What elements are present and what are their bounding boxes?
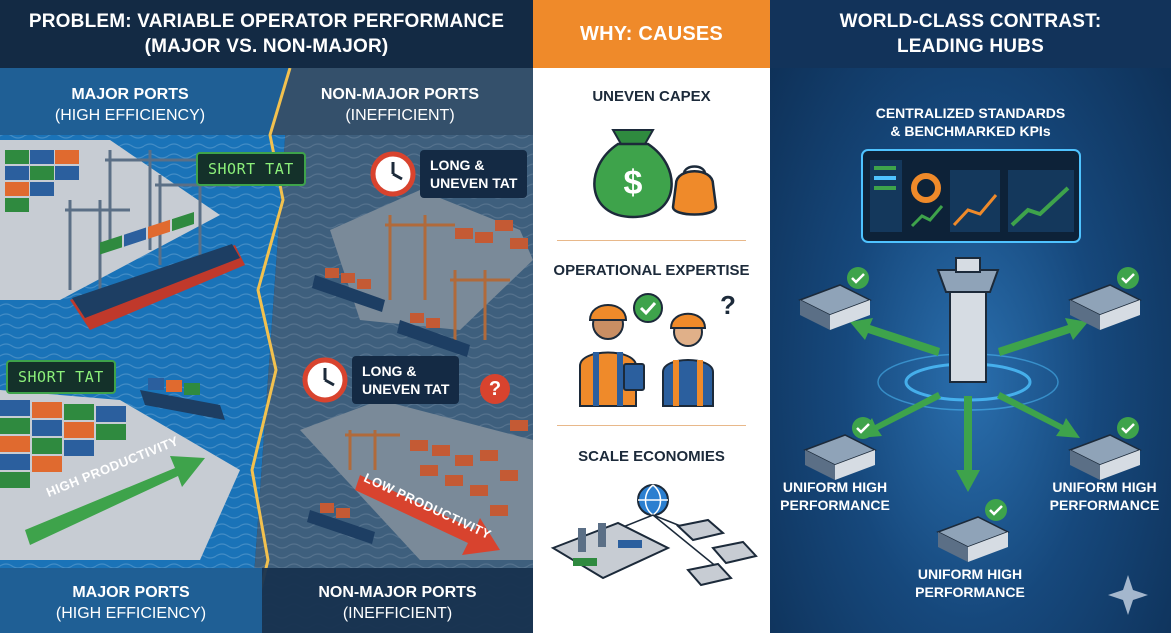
long-tat-2-line2: UNEVEN TAT xyxy=(362,381,450,397)
hub-network-illustration xyxy=(798,149,1148,615)
uniform-left-line1: UNIFORM HIGH xyxy=(782,479,888,495)
contrast-subtitle-line2: & BENCHMARKED KPIs xyxy=(890,123,1051,139)
contrast-title-line2: LEADING HUBS xyxy=(896,36,1044,57)
uniform-performance-left: UNIFORM HIGH PERFORMANCE xyxy=(770,478,900,514)
short-tat-badge-2: SHORT TAT xyxy=(6,360,116,394)
kpi-dashboard-icon xyxy=(861,149,1081,243)
scale-network-icon xyxy=(550,484,758,587)
question-icon: ? xyxy=(480,374,510,404)
short-tat-badge-1: SHORT TAT xyxy=(196,152,306,186)
uniform-right-line1: UNIFORM HIGH xyxy=(1052,479,1157,495)
contrast-title-line1: WORLD-CLASS CONTRAST: xyxy=(839,11,1102,32)
cause-scale-economies: SCALE ECONOMIES xyxy=(578,448,725,465)
causes-panel: WHY: CAUSES UNEVEN CAPEX $ OPERATIONAL E… xyxy=(533,0,770,633)
contrast-subtitle: CENTRALIZED STANDARDS & BENCHMARKED KPIs xyxy=(770,104,1171,140)
warehouse-icons xyxy=(798,267,1142,562)
long-tat-1-line1: LONG & xyxy=(430,157,485,173)
uniform-performance-right: UNIFORM HIGH PERFORMANCE xyxy=(1038,478,1171,514)
uniform-performance-bottom: UNIFORM HIGH PERFORMANCE xyxy=(905,565,1035,601)
causes-title: WHY: CAUSES xyxy=(580,22,723,45)
workers-icon: ? xyxy=(579,290,736,407)
port-illustration xyxy=(0,67,533,633)
divider-1 xyxy=(557,240,746,241)
major-ports-sub: (HIGH EFFICIENCY) xyxy=(54,107,206,124)
question-glyph: ? xyxy=(720,290,736,320)
ship-major-1 xyxy=(70,211,245,330)
contrast-subtitle-line1: CENTRALIZED STANDARDS xyxy=(875,105,1066,121)
nonmajor-ports-top-label: NON-MAJOR PORTS (INEFFICIENT) xyxy=(275,84,525,126)
problem-header: PROBLEM: VARIABLE OPERATOR PERFORMANCE (… xyxy=(0,0,533,68)
problem-panel: PROBLEM: VARIABLE OPERATOR PERFORMANCE (… xyxy=(0,0,533,633)
ship-nonmajor-3 xyxy=(307,503,375,544)
cranes-nonmajor xyxy=(345,215,510,470)
ship-major-2 xyxy=(140,378,225,420)
contrast-header: WORLD-CLASS CONTRAST: LEADING HUBS xyxy=(770,0,1171,68)
major-ports-bottom-label: MAJOR PORTS (HIGH EFFICIENCY) xyxy=(0,582,262,624)
ship-nonmajor-2 xyxy=(397,313,470,357)
causes-header: WHY: CAUSES xyxy=(533,0,770,68)
distribution-arrows xyxy=(850,318,1088,492)
cause-operational-expertise: OPERATIONAL EXPERTISE xyxy=(553,262,750,279)
long-tat-callout-2: LONG & UNEVEN TAT xyxy=(302,356,460,404)
uniform-bottom-line1: UNIFORM HIGH xyxy=(917,566,1023,582)
major-ports-bottom-sub: (HIGH EFFICIENCY) xyxy=(55,605,207,622)
long-tat-1-line2: UNEVEN TAT xyxy=(430,175,518,191)
money-bag-icon: $ xyxy=(593,129,718,219)
major-ports-title: MAJOR PORTS xyxy=(71,86,189,103)
sparkle-icon xyxy=(1108,575,1148,615)
long-tat-2-line1: LONG & xyxy=(362,363,417,379)
major-ports-top-label: MAJOR PORTS (HIGH EFFICIENCY) xyxy=(0,84,260,126)
low-productivity-arrow xyxy=(355,475,500,555)
major-ports-bottom-title: MAJOR PORTS xyxy=(72,584,190,601)
nonmajor-ports-sub: (INEFFICIENT) xyxy=(345,107,455,124)
ship-nonmajor-1 xyxy=(312,268,385,312)
cause-uneven-capex: UNEVEN CAPEX xyxy=(592,88,711,105)
nonmajor-ports-bottom-sub: (INEFFICIENT) xyxy=(342,605,453,622)
uniform-left-line2: PERFORMANCE xyxy=(780,497,890,513)
divider-2 xyxy=(557,425,746,426)
containers-nonmajor xyxy=(410,220,528,516)
contrast-panel: WORLD-CLASS CONTRAST: LEADING HUBS CENTR… xyxy=(770,0,1171,633)
problem-title-line1: PROBLEM: VARIABLE OPERATOR PERFORMANCE xyxy=(28,11,505,32)
clock-icon xyxy=(370,151,416,197)
container-stacks-major xyxy=(5,150,79,212)
nonmajor-ports-bottom-label: NON-MAJOR PORTS (INEFFICIENT) xyxy=(270,582,525,624)
nonmajor-ports-bottom-title: NON-MAJOR PORTS xyxy=(318,584,477,601)
problem-title-line2: (MAJOR VS. NON-MAJOR) xyxy=(144,36,389,57)
clock-icon xyxy=(302,357,348,403)
dollar-sign: $ xyxy=(624,164,643,202)
uniform-right-line2: PERFORMANCE xyxy=(1049,497,1160,513)
high-productivity-arrow xyxy=(25,456,205,545)
control-tower-icon xyxy=(936,257,1000,383)
nonmajor-ports-title: NON-MAJOR PORTS xyxy=(320,86,480,103)
uniform-bottom-line2: PERFORMANCE xyxy=(915,584,1025,600)
long-tat-callout-1: LONG & UNEVEN TAT xyxy=(370,150,528,198)
container-stacks-major-2 xyxy=(0,400,126,488)
